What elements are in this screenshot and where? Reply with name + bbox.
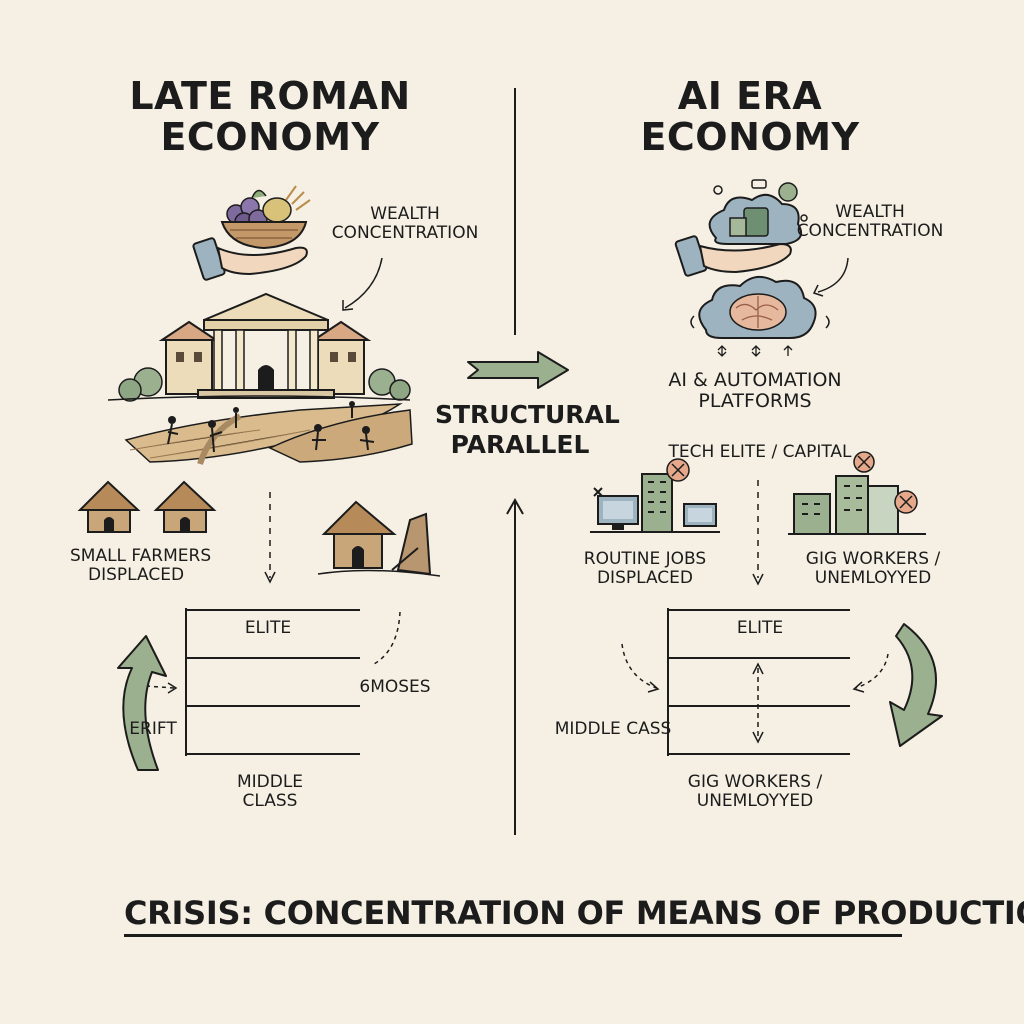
left-strata-middle-class: MIDDLE CLASS [220, 772, 320, 812]
left-title: LATE ROMAN ECONOMY [120, 74, 420, 160]
bidirectional-arrow [752, 662, 764, 744]
routine-jobs-line1: ROUTINE JOBS [583, 549, 707, 569]
farm-fields-icon [107, 395, 413, 465]
left-strata-shift-label: ERIFT [129, 719, 177, 739]
left-strata-elite: ELITE [244, 618, 292, 638]
small-farmers-line1: SMALL FARMERS [70, 546, 212, 566]
right-wealth-label-line2: CONCENTRATION [796, 221, 944, 242]
right-strata-elite: ELITE [736, 618, 784, 638]
left-strata-lines [185, 608, 360, 756]
platforms-label-line1: AI & AUTOMATION [668, 369, 842, 391]
gig-workers-bottom-line2: UNEMLOYYED [696, 791, 814, 812]
left-wealth-label: WEALTH CONCENTRATION [320, 204, 490, 244]
roman-villa-icon [118, 292, 411, 402]
ai-brain-cloud-icon [690, 275, 830, 357]
platforms-label: AI & AUTOMATION PLATFORMS [655, 369, 855, 413]
left-title-line2: ECONOMY [160, 115, 380, 160]
routine-jobs-label: ROUTINE JOBS DISPLACED [570, 549, 720, 589]
structural-parallel-label: STRUCTURAL PARALLEL [435, 400, 620, 459]
middle-class-line2: CLASS [242, 791, 298, 812]
left-wealth-label-line2: CONCENTRATION [331, 223, 479, 244]
parallel-arrow-icon [467, 351, 569, 389]
wealth-arrow-left [344, 257, 383, 309]
small-farmers-line2: DISPLACED [88, 565, 185, 586]
gig-workers-bottom-line1: GIG WORKERS / [687, 772, 823, 792]
center-up-arrow [506, 497, 524, 835]
platforms-label-line2: PLATFORMS [698, 390, 812, 413]
left-wealth-label-line1: WEALTH [370, 204, 440, 224]
routine-jobs-line2: DISPLACED [596, 568, 694, 589]
right-wealth-label: WEALTH CONCENTRATION [790, 202, 950, 242]
structural-parallel-line1: STRUCTURAL [435, 400, 620, 429]
middle-class-line1: MIDDLE [236, 772, 304, 792]
cycle-arrow-left-icon [117, 635, 167, 771]
small-farmers-label: SMALL FARMERS DISPLACED [70, 546, 240, 586]
left-title-line1: LATE ROMAN [129, 74, 411, 118]
tech-elite-label: TECH ELITE / CAPITAL [668, 442, 852, 462]
right-title-line2: ECONOMY [640, 115, 860, 160]
harvest-basket-icon [220, 185, 311, 250]
right-strata-lines [667, 608, 850, 756]
crisis-footer: CRISIS: CONCENTRATION OF MEANS OF PRODUC… [124, 895, 1024, 937]
office-building-icon [641, 458, 690, 533]
right-title-line1: AI ERA [677, 74, 823, 118]
gig-workers-top-line2: UNEMLOYYED [814, 568, 932, 589]
offering-hand-icon [674, 235, 792, 277]
hut-icon [77, 480, 141, 533]
cycle-arrow-right-icon [889, 623, 943, 747]
wealth-arrow-right [817, 257, 849, 293]
wealth-cloud-icon [708, 193, 802, 245]
hut-icon [153, 480, 217, 533]
right-strata-middle: MIDDLE CASS [554, 719, 672, 739]
computer-desk-icon [590, 487, 720, 533]
structural-parallel-line2: PARALLEL [450, 429, 590, 459]
right-wealth-label-line1: WEALTH [835, 202, 905, 222]
left-strata-side-label: 6MOSES [359, 677, 431, 697]
gig-workers-bottom-label: GIG WORKERS / UNEMLOYYED [670, 772, 840, 812]
right-title: AI ERA ECONOMY [600, 74, 900, 160]
ruined-hut-icon [317, 500, 441, 577]
gig-workers-top-line1: GIG WORKERS / [805, 549, 941, 569]
gig-workers-top-label: GIG WORKERS / UNEMLOYYED [788, 549, 958, 589]
offering-hand-icon [192, 237, 308, 281]
industrial-buildings-icon [788, 451, 926, 535]
money-icon [713, 179, 808, 222]
